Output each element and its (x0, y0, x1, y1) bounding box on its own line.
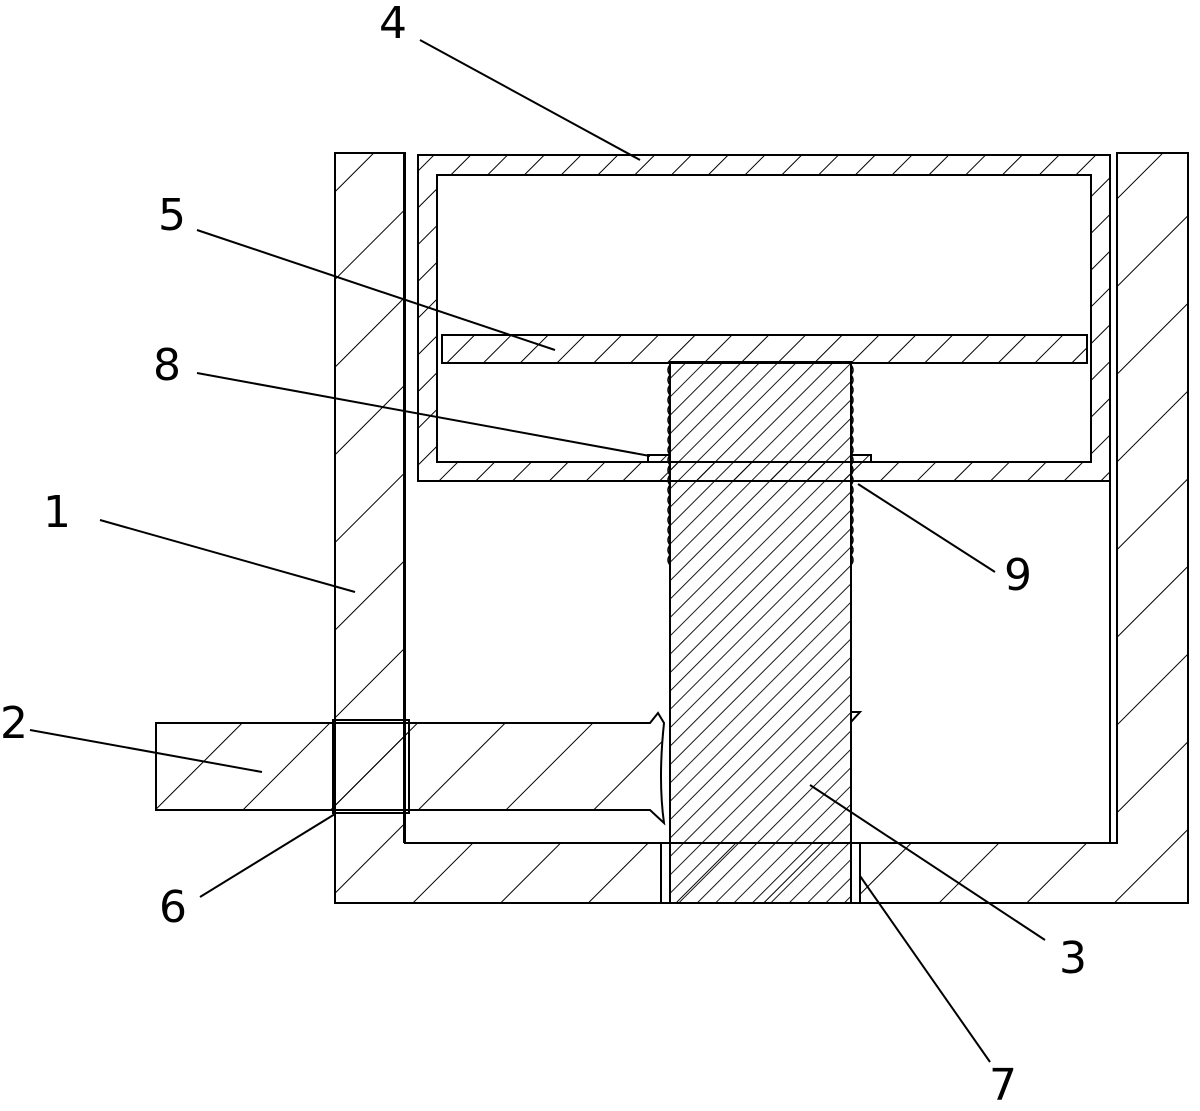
shaft-thread-left (667, 364, 671, 566)
label-5: 5 (158, 190, 186, 241)
label-3: 3 (1059, 933, 1087, 984)
shaft-notch (850, 711, 863, 723)
leader-4 (419, 39, 641, 161)
inner-plate (441, 334, 1088, 364)
label-9: 9 (1004, 550, 1032, 601)
shaft-thread-right (850, 364, 854, 566)
bushing-left (660, 842, 671, 904)
leader-3 (809, 784, 1046, 941)
leader-6 (199, 813, 336, 898)
label-8: 8 (153, 340, 181, 391)
washer-left (647, 454, 671, 463)
pin-sleeve (332, 719, 410, 814)
label-4: 4 (379, 0, 407, 49)
label-2: 2 (0, 698, 28, 749)
label-6: 6 (159, 882, 187, 933)
label-1: 1 (43, 487, 71, 538)
leader-5 (196, 229, 556, 351)
leader-2 (29, 729, 263, 773)
leader-1 (99, 519, 356, 593)
leader-8 (196, 372, 651, 457)
bushing-right (850, 842, 861, 904)
leader-9 (857, 483, 996, 573)
washer-right (850, 454, 872, 463)
central-shaft (669, 361, 852, 904)
leader-7 (859, 875, 991, 1063)
label-7: 7 (989, 1060, 1017, 1111)
